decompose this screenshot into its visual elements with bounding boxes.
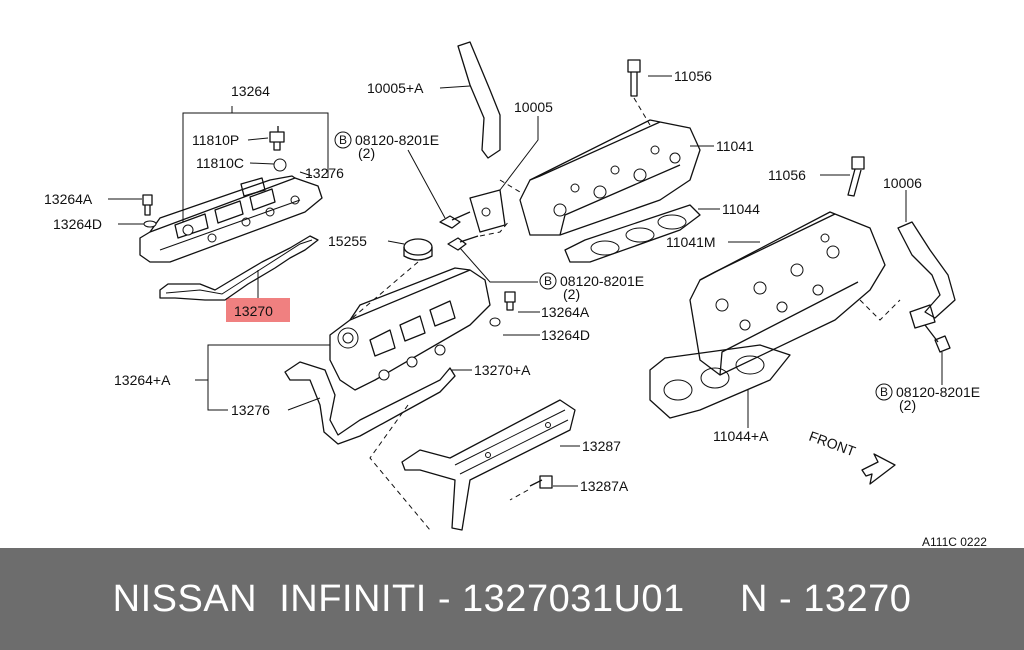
label-13264d-mid: 13264D <box>541 327 590 343</box>
leader-13264 <box>182 112 329 222</box>
label-13264a-mid: 13264A <box>541 304 590 320</box>
rocker-cover-right <box>329 267 491 391</box>
label-08120-b-qty: (2) <box>563 286 580 302</box>
parts-diagram: 13264 11810P 11810C 13276 13264A 13264D … <box>44 41 988 548</box>
cover-plate-13287 <box>401 399 576 531</box>
label-10005: 10005 <box>514 99 553 115</box>
label-08120-c: 08120-8201E <box>896 384 980 400</box>
label-11044: 11044 <box>722 201 760 217</box>
bolt-13287a <box>529 475 553 489</box>
label-11056-right: 11056 <box>768 167 806 183</box>
label-08120-b: 08120-8201E <box>560 273 644 289</box>
highlight-13270 <box>226 298 290 322</box>
b-marker-2: B <box>544 274 552 288</box>
gasket-13270 <box>159 235 319 301</box>
fastener-13264a-mid <box>489 291 516 327</box>
label-11041: 11041 <box>716 138 754 154</box>
label-13264a-left: 13264A <box>44 191 93 207</box>
cylinder-head-lower <box>689 211 886 376</box>
label-11810c: 11810C <box>196 155 244 171</box>
label-10005a: 10005+A <box>367 80 424 96</box>
bolt-b-circle-3 <box>875 383 893 401</box>
head-gasket-lower <box>649 344 791 419</box>
label-10006: 10006 <box>883 175 922 191</box>
label-08120-a: 08120-8201E <box>355 132 439 148</box>
exploded-view-svg: 13264 11810P 11810C 13276 13264A 13264D … <box>44 41 987 548</box>
bolt-b-circle-2 <box>539 272 557 290</box>
label-08120-a-qty: (2) <box>358 145 375 161</box>
label-13270-highlight: 13270 <box>234 303 273 319</box>
label-08120-c-qty: (2) <box>899 397 916 413</box>
label-13270-plus-a: 13270+A <box>474 362 531 378</box>
front-arrow-icon <box>861 453 896 485</box>
bolt-11056-right <box>847 156 865 197</box>
diagram-code: A111C 0222 <box>922 535 987 548</box>
pcv-valve <box>142 126 287 228</box>
rocker-cover-left <box>139 175 323 263</box>
head-gasket-upper <box>564 204 701 263</box>
label-13287a: 13287A <box>580 478 629 494</box>
label-15255: 15255 <box>328 233 367 249</box>
engine-bracket-10006 <box>897 221 956 329</box>
label-13276-b: 13276 <box>231 402 270 418</box>
bolt-08120-a <box>439 211 479 251</box>
label-11810p: 11810P <box>192 132 239 148</box>
label-11041m: 11041M <box>666 234 716 250</box>
part-number-caption: NISSAN INFINITI - 1327031U01 N - 13270 <box>112 578 912 620</box>
bolt-b-circle-1 <box>334 131 352 149</box>
cylinder-head-upper <box>519 119 701 236</box>
label-13276-a: 13276 <box>305 165 344 181</box>
label-13264: 13264 <box>231 83 270 99</box>
oil-filler-cap <box>403 238 433 261</box>
bolt-11056-top <box>627 59 651 126</box>
label-front: FRONT <box>807 428 858 460</box>
b-marker-3: B <box>880 385 888 399</box>
label-13264-plus-a: 13264+A <box>114 372 171 388</box>
b-marker-1: B <box>339 133 347 147</box>
label-11044-plus-a: 11044+A <box>713 428 769 444</box>
footer-bar: NISSAN INFINITI - 1327031U01 N - 13270 <box>0 548 1024 650</box>
bolt-08120-c <box>924 324 951 353</box>
engine-bracket-10005 <box>457 41 506 233</box>
label-13287: 13287 <box>582 438 621 454</box>
label-13264d-left: 13264D <box>53 216 102 232</box>
gasket-13270-plus-a <box>284 361 456 445</box>
label-11056-top: 11056 <box>674 68 712 84</box>
